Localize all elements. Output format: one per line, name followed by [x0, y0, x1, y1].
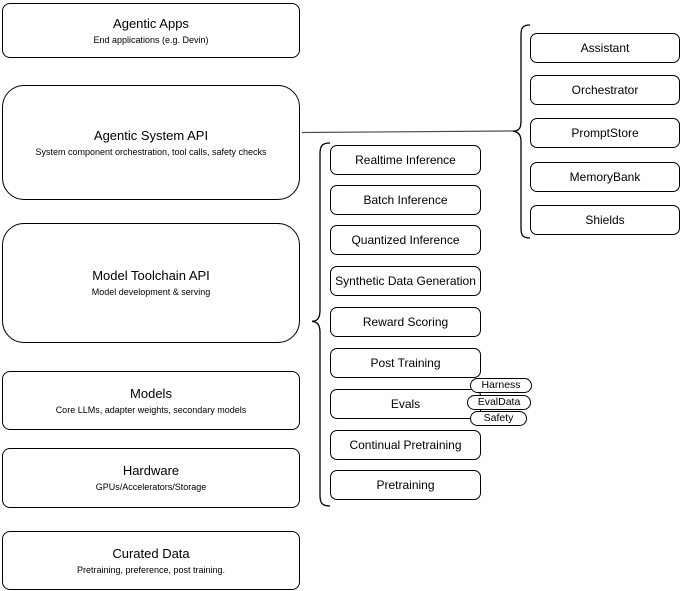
service-label: Evals [390, 397, 421, 411]
node-subtitle: Core LLMs, adapter weights, secondary mo… [55, 404, 247, 415]
component-assistant: Assistant [530, 33, 680, 63]
service-post-training: Post Training [330, 348, 481, 378]
component-label: MemoryBank [569, 170, 641, 184]
node-title: Models [130, 385, 172, 401]
service-reward-scoring: Reward Scoring [330, 307, 481, 337]
node-subtitle: Model development & serving [91, 287, 211, 297]
service-synthetic-data-generation: Synthetic Data Generation [330, 266, 481, 296]
system-components-brace [512, 24, 531, 239]
service-label: Realtime Inference [355, 153, 456, 167]
service-quantized-inference: Quantized Inference [330, 225, 481, 255]
service-label: Continual Pretraining [349, 438, 462, 452]
evals-tag-safety: Safety [470, 411, 527, 426]
service-continual-pretraining: Continual Pretraining [330, 430, 481, 460]
tag-label: EvalData [477, 396, 521, 408]
tag-label: Harness [481, 379, 521, 391]
evals-tag-evaldata: EvalData [467, 395, 531, 410]
service-label: Reward Scoring [362, 315, 449, 329]
service-batch-inference: Batch Inference [330, 185, 481, 215]
service-label: Post Training [370, 356, 441, 370]
node-title: Curated Data [112, 545, 190, 561]
node-agentic-apps: Agentic Apps End applications (e.g. Devi… [2, 3, 300, 58]
component-label: PromptStore [571, 126, 639, 140]
service-evals: Evals [330, 389, 481, 419]
node-model-toolchain-api: Model Toolchain API Model development & … [2, 223, 300, 343]
evals-tag-harness: Harness [470, 378, 532, 393]
node-hardware: Hardware GPUs/Accelerators/Storage [2, 448, 300, 508]
node-models: Models Core LLMs, adapter weights, secon… [2, 371, 300, 430]
component-promptstore: PromptStore [530, 118, 680, 148]
node-subtitle: System component orchestration, tool cal… [35, 146, 267, 157]
node-subtitle: Pretraining, preference, post training. [76, 564, 226, 575]
node-subtitle: GPUs/Accelerators/Storage [95, 482, 207, 492]
node-subtitle: End applications (e.g. Devin) [93, 34, 209, 45]
component-orchestrator: Orchestrator [530, 75, 680, 105]
api-to-components-connector [301, 130, 514, 134]
service-label: Synthetic Data Generation [335, 274, 476, 288]
node-title: Agentic Apps [113, 15, 189, 31]
service-realtime-inference: Realtime Inference [330, 145, 481, 175]
service-pretraining: Pretraining [330, 470, 481, 500]
service-label: Pretraining [376, 478, 435, 492]
node-title: Model Toolchain API [92, 268, 210, 283]
node-agentic-system-api: Agentic System API System component orch… [2, 85, 300, 200]
service-label: Quantized Inference [351, 233, 460, 247]
service-label: Batch Inference [363, 193, 448, 207]
toolchain-services-brace [311, 142, 331, 507]
component-label: Assistant [580, 41, 630, 55]
component-label: Shields [585, 213, 625, 227]
node-curated-data: Curated Data Pretraining, preference, po… [2, 531, 300, 590]
node-title: Hardware [122, 463, 180, 478]
node-title: Agentic System API [93, 127, 209, 143]
component-label: Orchestrator [571, 83, 639, 97]
component-shields: Shields [530, 205, 680, 235]
tag-label: Safety [483, 412, 514, 424]
component-memorybank: MemoryBank [530, 162, 680, 192]
